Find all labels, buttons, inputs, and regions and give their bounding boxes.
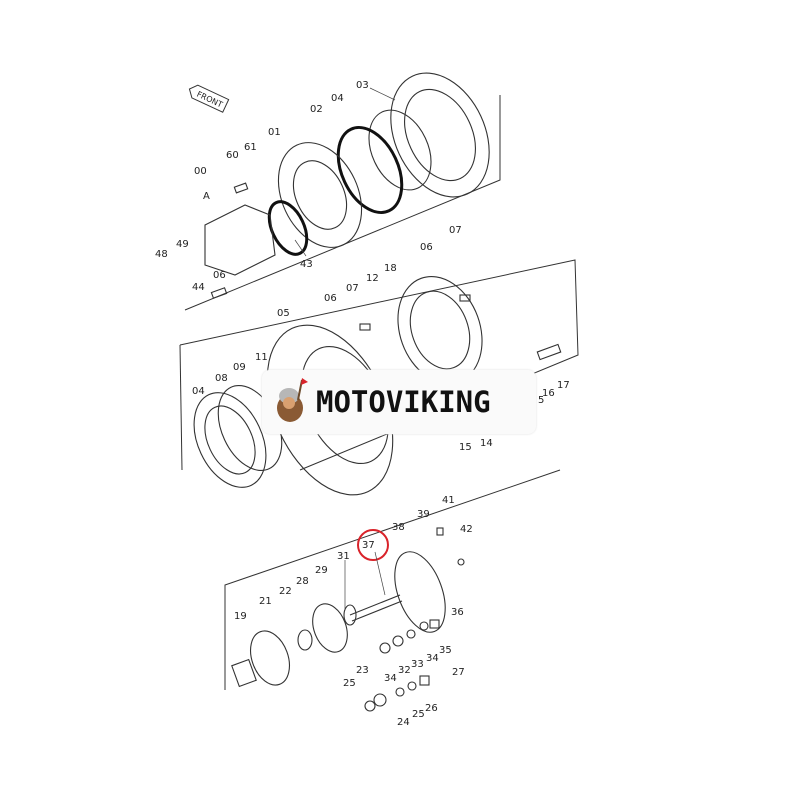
label-44: 44 [192,282,205,293]
label-37: 37 [362,540,375,551]
label-11: 11 [255,352,268,363]
label-29: 29 [315,565,328,576]
label-07: 07 [346,283,359,294]
label-48: 48 [155,249,168,260]
label-60: 60 [226,150,239,161]
label-61: 61 [244,142,257,153]
label-49: 49 [176,239,189,250]
label-04: 04 [192,386,205,397]
label-04: 04 [331,93,344,104]
label-06: 06 [213,270,226,281]
label-01: 01 [268,127,281,138]
front-arrow-icon: FRONT [188,84,230,113]
label-23: 23 [356,665,369,676]
label-25: 25 [343,678,356,689]
label-39: 39 [417,509,430,520]
label-12: 12 [366,273,379,284]
label-07: 07 [449,225,462,236]
label-28: 28 [296,576,309,587]
label-14: 14 [480,438,493,449]
label-03: 03 [356,80,369,91]
label-09: 09 [233,362,246,373]
label-A: A [203,191,210,202]
label-00: 00 [194,166,207,177]
label-32: 32 [398,665,411,676]
label-34: 34 [426,653,439,664]
label-36: 36 [451,607,464,618]
bottom-section-parts [231,527,465,712]
viking-mascot-icon [270,376,312,428]
label-06: 06 [324,293,337,304]
label-43: 43 [300,259,313,270]
label-02: 02 [310,104,323,115]
label-27: 27 [452,667,465,678]
label-24: 24 [397,717,410,728]
highlight-circle-37 [357,529,389,561]
label-26: 26 [425,703,438,714]
label-05: 05 [277,308,290,319]
label-22: 22 [279,586,292,597]
label-38: 38 [392,522,405,533]
label-41: 41 [442,495,455,506]
label-21: 21 [259,596,272,607]
top-section-parts [204,72,490,299]
label-31: 31 [337,551,350,562]
part-labels: 03 04 02 01 61 60 00 A 49 48 43 06 44 07… [155,80,570,728]
label-5: 5 [538,395,544,406]
label-08: 08 [215,373,228,384]
label-42: 42 [460,524,473,535]
label-19: 19 [234,611,247,622]
label-15: 15 [459,442,472,453]
watermark-brand-text: MOTOVIKING [316,385,491,419]
leader-lines [294,87,396,610]
label-17: 17 [557,380,570,391]
label-33: 33 [411,659,424,670]
label-35: 35 [439,645,452,656]
label-18: 18 [384,263,397,274]
watermark-banner: MOTOVIKING [262,370,536,434]
label-16: 16 [542,388,555,399]
label-06: 06 [420,242,433,253]
label-25: 25 [412,709,425,720]
label-34: 34 [384,673,397,684]
